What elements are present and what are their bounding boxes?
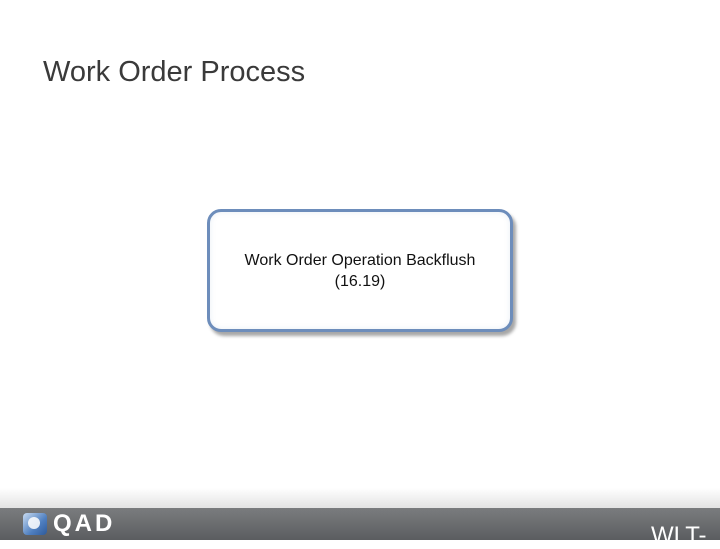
slide-number: WLT- xyxy=(651,522,707,549)
slide-title: Work Order Process xyxy=(43,56,306,88)
qad-logo-text: QAD xyxy=(53,510,116,537)
qad-logo: QAD xyxy=(23,510,116,537)
footer-fade xyxy=(0,488,720,508)
qad-logo-icon xyxy=(23,513,47,535)
footer-bar xyxy=(0,508,720,540)
process-step-label: Work Order Operation Backflush (16.19) xyxy=(245,250,476,292)
process-step-box: Work Order Operation Backflush (16.19) xyxy=(207,209,513,332)
process-step-menu-number: (16.19) xyxy=(334,273,386,290)
process-step-name: Work Order Operation Backflush xyxy=(244,252,476,269)
